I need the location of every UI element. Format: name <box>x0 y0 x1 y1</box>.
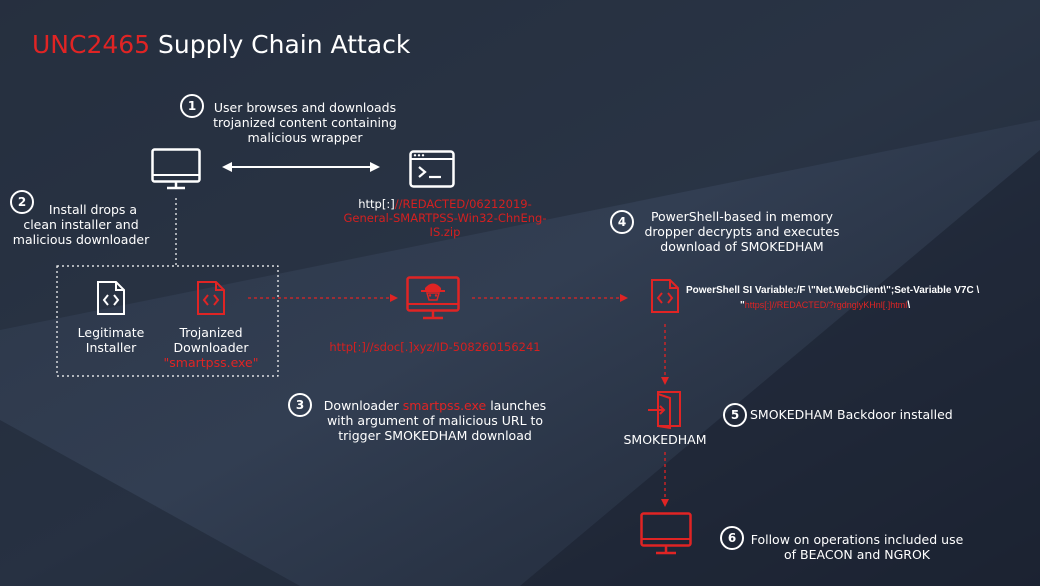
step-2-line: Install drops a <box>48 202 138 217</box>
step-6-text: Follow on operations included use of BEA… <box>742 532 972 562</box>
step-3-badge: 3 <box>288 393 312 417</box>
step-3-line: trigger SMOKEDHAM download <box>338 428 532 443</box>
ps-line-1: PowerShell SI Variable:/F \"Net.WebClien… <box>686 285 980 296</box>
monitor-icon <box>640 512 692 555</box>
title-prefix: UNC2465 <box>32 30 151 59</box>
step-2-line: malicious downloader <box>12 232 150 247</box>
terminal-icon <box>409 150 455 188</box>
step-4-line: dropper decrypts and executes <box>644 224 840 239</box>
code-file-icon <box>651 279 679 313</box>
code-file-icon <box>197 281 225 315</box>
step-6-line: of BEACON and NGROK <box>784 547 930 562</box>
step-1-badge: 1 <box>180 94 204 118</box>
legit-line: Installer <box>85 340 137 355</box>
step-2-text: Install drops a clean installer and mali… <box>2 202 160 247</box>
step-3-part: Downloader <box>323 398 403 413</box>
step-3-text: Downloader smartpss.exe launches with ar… <box>310 398 560 443</box>
url-part: General-SMARTPSS-Win32-ChnEng- <box>343 211 547 225</box>
ps-end: \ <box>907 300 911 311</box>
step-4-badge: 4 <box>610 210 634 234</box>
powershell-command: PowerShell SI Variable:/F \"Net.WebClien… <box>686 284 1038 313</box>
step-1-line: User browses and downloads <box>213 100 397 115</box>
malicious-url: http[:]//sdoc[.]xyz/ID-508260156241 <box>329 340 541 354</box>
backdoor-icon <box>648 391 681 430</box>
step-2-line: clean installer and <box>23 217 139 232</box>
step-6-badge: 6 <box>720 526 744 550</box>
step-1-line: malicious wrapper <box>247 130 363 145</box>
step-5-badge: 5 <box>723 403 747 427</box>
title-rest: Supply Chain Attack <box>150 30 411 59</box>
url-scheme: http[:] <box>358 197 395 211</box>
step-1-line: trojanized content containing <box>213 115 397 130</box>
step-3-line: with argument of malicious URL to <box>326 413 544 428</box>
step-1-text: User browses and downloads trojanized co… <box>200 100 410 145</box>
step-4-line: PowerShell-based in memory <box>650 209 834 224</box>
monitor-icon <box>151 148 201 190</box>
legit-line: Legitimate <box>77 325 145 340</box>
ps-url: https[:]//REDACTED/?rgdnglyKHnl[.]html <box>744 300 908 310</box>
page-title: UNC2465 Supply Chain Attack <box>32 30 410 59</box>
step-5-text: SMOKEDHAM Backdoor installed <box>750 407 953 422</box>
hacker-monitor-icon <box>406 276 460 320</box>
legit-installer-label: Legitimate Installer <box>66 325 156 355</box>
trojanized-downloader-label: Trojanized Downloader "smartpss.exe" <box>160 325 262 370</box>
url-part: //REDACTED/06212019- <box>394 197 532 211</box>
code-file-icon <box>97 281 125 315</box>
step-4-line: download of SMOKEDHAM <box>660 239 824 254</box>
trojan-line: Trojanized <box>179 325 243 340</box>
step-4-text: PowerShell-based in memory dropper decry… <box>632 209 852 254</box>
trojan-filename: "smartpss.exe" <box>163 355 259 370</box>
trojan-line: Downloader <box>173 340 249 355</box>
step-3-filename: smartpss.exe <box>402 398 487 413</box>
ps-quote: " <box>740 300 745 311</box>
step-6-line: Follow on operations included use <box>750 532 964 547</box>
step-2-badge: 2 <box>10 190 34 214</box>
url-part: IS.zip <box>429 225 461 239</box>
smokedham-label: SMOKEDHAM <box>623 432 707 447</box>
download-url: http[:]//REDACTED/06212019- General-SMAR… <box>320 197 570 239</box>
step-3-part: launches <box>486 398 547 413</box>
